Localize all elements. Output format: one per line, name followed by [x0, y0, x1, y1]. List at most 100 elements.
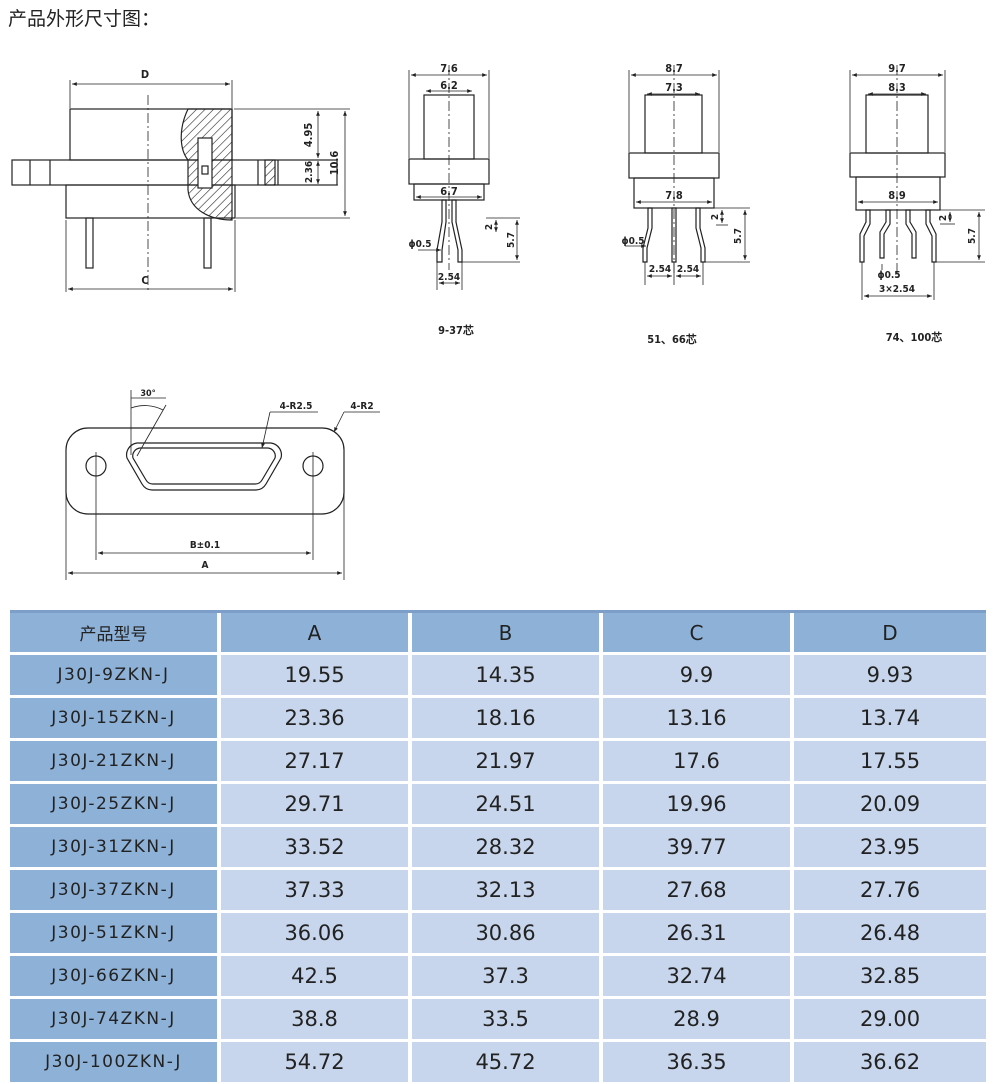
view3-top-width: 9.7	[888, 62, 906, 75]
cell-d: 20.09	[794, 784, 986, 827]
header-a: A	[221, 613, 412, 655]
cell-b: 32.13	[412, 870, 603, 913]
cell-model: J30J-74ZKN-J	[10, 999, 221, 1042]
front-dim-b-label: B±0.1	[190, 540, 220, 551]
cell-d: 27.76	[794, 870, 986, 913]
view1-pitch: 2.54	[438, 272, 460, 283]
cell-a: 36.06	[221, 913, 412, 956]
front-view-drawing	[65, 390, 380, 580]
cell-a: 19.55	[221, 655, 412, 698]
cell-d: 26.48	[794, 913, 986, 956]
view1-caption: 9-37芯	[438, 323, 474, 337]
dimension-drawings: D C 4.95 2.36 10.6 7.6 6.2 6.7 2 5.7 ϕ0.…	[11, 62, 985, 580]
cell-a: 33.52	[221, 827, 412, 870]
table-row: J30J-9ZKN-J 19.55 14.35 9.9 9.93	[10, 655, 986, 698]
table-row: J30J-74ZKN-J 38.8 33.5 28.9 29.00	[10, 999, 986, 1042]
view2-pitch-a: 2.54	[649, 264, 671, 275]
table-top-rule	[10, 610, 986, 613]
cell-d: 29.00	[794, 999, 986, 1042]
cell-c: 13.16	[603, 698, 794, 741]
cell-model: J30J-9ZKN-J	[10, 655, 221, 698]
cell-a: 23.36	[221, 698, 412, 741]
view2-pitch-b: 2.54	[677, 264, 699, 275]
cell-b: 33.5	[412, 999, 603, 1042]
front-r-outer-label: 4-R2	[350, 401, 373, 412]
view3-caption: 74、100芯	[886, 330, 942, 344]
header-model: 产品型号	[10, 613, 221, 655]
view2-pin-height: 2	[710, 214, 721, 220]
cell-model: J30J-100ZKN-J	[10, 1042, 221, 1082]
dim-236-label: 2.36	[304, 161, 315, 183]
cell-model: J30J-66ZKN-J	[10, 956, 221, 999]
cell-c: 39.77	[603, 827, 794, 870]
pin-view-51-66	[625, 65, 750, 285]
cell-model: J30J-15ZKN-J	[10, 698, 221, 741]
dim-106-label: 10.6	[328, 151, 341, 176]
table-row: J30J-31ZKN-J 33.52 28.32 39.77 23.95	[10, 827, 986, 870]
view2-lower-width: 7.8	[665, 189, 683, 202]
cell-b: 21.97	[412, 741, 603, 784]
cell-c: 17.6	[603, 741, 794, 784]
view1-top-width: 7.6	[440, 62, 458, 75]
view1-pin-height: 2	[484, 224, 495, 230]
cell-b: 24.51	[412, 784, 603, 827]
cell-c: 27.68	[603, 870, 794, 913]
table-row: J30J-100ZKN-J 54.72 45.72 36.35 36.62	[10, 1042, 986, 1082]
dim-d-label: D	[141, 68, 149, 81]
cell-b: 37.3	[412, 956, 603, 999]
table-row: J30J-15ZKN-J 23.36 18.16 13.16 13.74	[10, 698, 986, 741]
cell-d: 17.55	[794, 741, 986, 784]
cell-d: 9.93	[794, 655, 986, 698]
cell-c: 26.31	[603, 913, 794, 956]
front-angle-label: 30°	[140, 389, 155, 399]
page-title: 产品外形尺寸图：	[8, 8, 161, 30]
dimension-table: 产品型号 A B C D J30J-9ZKN-J 19.55 14.35 9.9…	[10, 613, 986, 1082]
cell-a: 37.33	[221, 870, 412, 913]
cell-a: 38.8	[221, 999, 412, 1042]
view3-inner-width: 8.3	[888, 81, 906, 94]
header-b: B	[412, 613, 603, 655]
cell-c: 32.74	[603, 956, 794, 999]
cell-d: 13.74	[794, 698, 986, 741]
cell-c: 28.9	[603, 999, 794, 1042]
view1-total-height: 5.7	[506, 232, 517, 248]
dim-495-label: 4.95	[302, 123, 315, 148]
dim-c-label: C	[141, 274, 148, 287]
view3-lower-width: 8.9	[888, 189, 906, 202]
front-r-inner-label: 4-R2.5	[280, 401, 313, 412]
cell-d: 23.95	[794, 827, 986, 870]
cell-model: J30J-31ZKN-J	[10, 827, 221, 870]
table-row: J30J-66ZKN-J 42.5 37.3 32.74 32.85	[10, 956, 986, 999]
cell-a: 27.17	[221, 741, 412, 784]
cell-b: 28.32	[412, 827, 603, 870]
cell-d: 36.62	[794, 1042, 986, 1082]
cell-a: 54.72	[221, 1042, 412, 1082]
cell-model: J30J-25ZKN-J	[10, 784, 221, 827]
view3-total-height: 5.7	[967, 228, 978, 244]
front-dim-a-label: A	[202, 560, 209, 571]
view2-caption: 51、66芯	[647, 332, 697, 346]
cell-model: J30J-21ZKN-J	[10, 741, 221, 784]
table-row: J30J-25ZKN-J 29.71 24.51 19.96 20.09	[10, 784, 986, 827]
cell-b: 18.16	[412, 698, 603, 741]
cell-b: 30.86	[412, 913, 603, 956]
cell-c: 9.9	[603, 655, 794, 698]
cell-c: 19.96	[603, 784, 794, 827]
pin-view-9-37	[408, 65, 520, 290]
view2-top-width: 8.7	[665, 62, 683, 75]
header-d: D	[794, 613, 986, 655]
view2-total-height: 5.7	[733, 228, 744, 244]
cell-model: J30J-37ZKN-J	[10, 870, 221, 913]
cell-a: 42.5	[221, 956, 412, 999]
view1-inner-width: 6.2	[440, 79, 458, 92]
view1-lower-width: 6.7	[440, 185, 458, 198]
header-c: C	[603, 613, 794, 655]
pin-view-74-100	[849, 65, 985, 300]
side-view-drawing	[11, 80, 350, 292]
view3-pin-dia: ϕ0.5	[877, 270, 900, 281]
table-row: J30J-37ZKN-J 37.33 32.13 27.68 27.76	[10, 870, 986, 913]
cell-c: 36.35	[603, 1042, 794, 1082]
view3-pitch: 3×2.54	[879, 284, 915, 295]
cell-d: 32.85	[794, 956, 986, 999]
cell-b: 45.72	[412, 1042, 603, 1082]
